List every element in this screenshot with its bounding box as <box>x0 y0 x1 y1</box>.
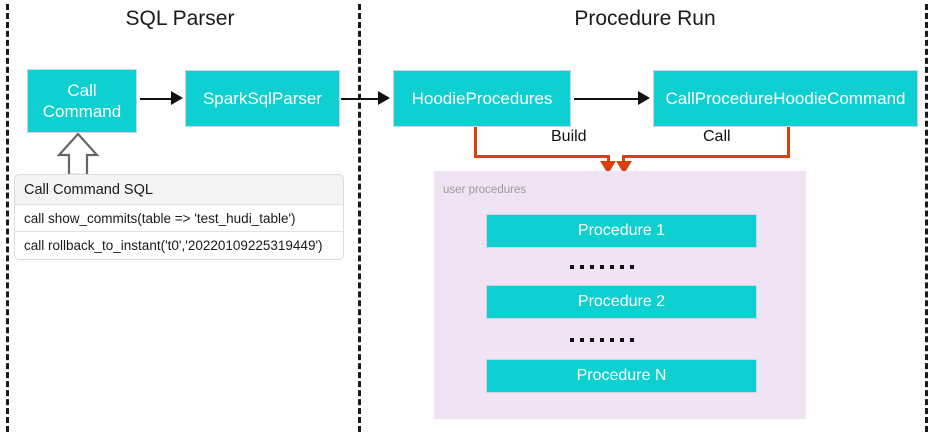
call-connector-vertical <box>787 127 790 158</box>
procedure-box-2[interactable]: Procedure 2 <box>486 285 757 319</box>
procedure-box-n[interactable]: Procedure N <box>486 359 757 393</box>
build-connector-horizontal <box>474 155 610 158</box>
flow-arrow-parser-to-hoodie-head <box>378 91 390 105</box>
build-connector-drop <box>607 155 610 164</box>
call-command-sql-table: Call Command SQL call show_commits(table… <box>14 174 344 260</box>
sql-table-row[interactable]: call rollback_to_instant('t0','202201092… <box>15 232 343 259</box>
flow-arrow-parser-to-hoodie-line <box>341 98 379 100</box>
node-spark-sql-parser[interactable]: SparkSqlParser <box>185 70 340 127</box>
ellipsis-dots-2 <box>570 338 634 342</box>
node-call-procedure-hoodie-command[interactable]: CallProcedureHoodieCommand <box>653 70 918 127</box>
edge-label-build: Build <box>546 128 592 146</box>
node-call-command[interactable]: Call Command <box>27 69 137 133</box>
edge-label-call: Call <box>698 128 736 146</box>
section-title-sql-parser: SQL Parser <box>125 7 235 30</box>
flow-arrow-hoodie-to-command-line <box>574 98 639 100</box>
node-hoodie-procedures[interactable]: HoodieProcedures <box>393 70 571 127</box>
call-connector-horizontal <box>622 155 790 158</box>
call-connector-drop <box>622 155 625 164</box>
ellipsis-dots-1 <box>570 265 634 269</box>
flow-arrow-hoodie-to-command-head <box>638 91 650 105</box>
flow-arrow-call-command-to-parser-head <box>171 91 183 105</box>
lane-divider-middle <box>358 4 361 432</box>
flow-arrow-call-command-to-parser-line <box>140 98 172 100</box>
lane-divider-left <box>6 4 9 432</box>
build-connector-arrowhead <box>600 161 616 174</box>
procedure-box-1[interactable]: Procedure 1 <box>486 214 757 248</box>
sql-table-row[interactable]: call show_commits(table => 'test_hudi_ta… <box>15 205 343 232</box>
section-title-procedure-run: Procedure Run <box>574 7 716 30</box>
user-procedures-label: user procedures <box>443 184 527 196</box>
lane-divider-right <box>925 4 928 432</box>
call-connector-arrowhead <box>616 161 632 174</box>
sql-table-header: Call Command SQL <box>15 175 343 205</box>
build-connector-vertical <box>474 127 477 158</box>
